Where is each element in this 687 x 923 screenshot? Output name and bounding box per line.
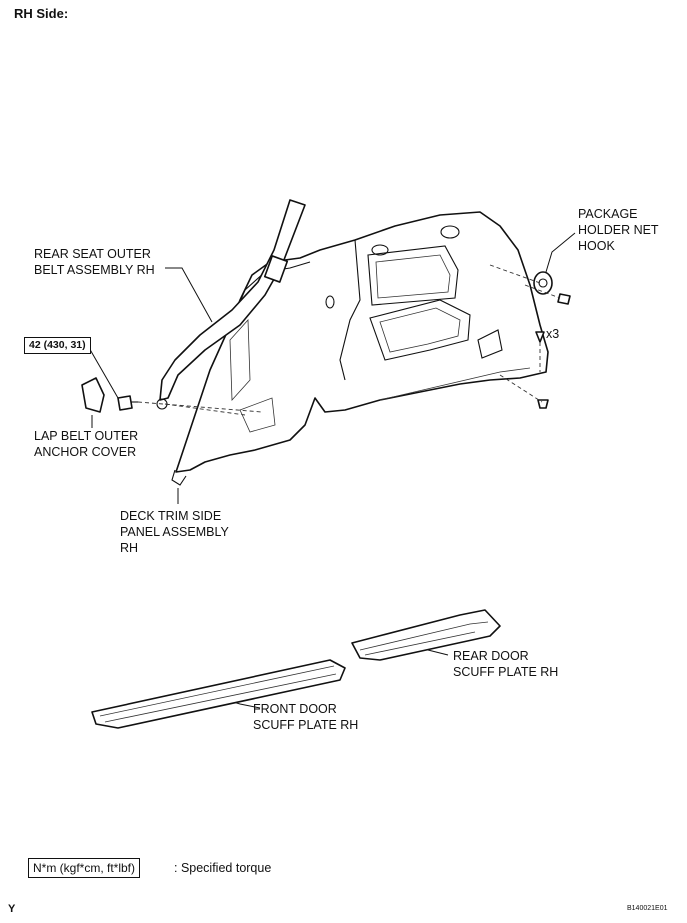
alignment-lines [137, 264, 561, 416]
anchor-cover-label-line-2: ANCHOR COVER [34, 445, 137, 459]
anchor-cover-label-line-1: LAP BELT OUTER [34, 429, 139, 443]
anchor-cover-label: LAP BELT OUTER ANCHOR COVER [34, 428, 138, 460]
deck-trim-label-line-1: DECK TRIM SIDE [120, 509, 222, 523]
front-scuff-label-line-2: SCUFF PLATE RH [253, 718, 359, 732]
net-hook-label-line-3: HOOK [578, 239, 615, 253]
seat-belt-drawing [156, 199, 306, 410]
front-scuff-label: FRONT DOOR SCUFF PLATE RH [253, 701, 358, 733]
rear-door-scuff-plate-drawing [351, 609, 501, 661]
net-hook-label-line-2: HOLDER NET [578, 223, 659, 237]
front-door-scuff-plate-drawing [91, 659, 346, 729]
net-hook-label-line-1: PACKAGE [578, 207, 638, 221]
seat-belt-label-line-2: BELT ASSEMBLY RH [34, 263, 155, 277]
rear-scuff-label-line-2: SCUFF PLATE RH [453, 665, 559, 679]
torque-spec-box: 42 (430, 31) [24, 337, 91, 354]
quantity-label: x3 [546, 327, 560, 341]
rear-scuff-label-line-1: REAR DOOR [453, 649, 529, 663]
rear-scuff-label: REAR DOOR SCUFF PLATE RH [453, 648, 558, 680]
seat-belt-label: REAR SEAT OUTER BELT ASSEMBLY RH [34, 246, 155, 278]
deck-trim-side-panel-drawing [171, 211, 549, 486]
front-scuff-label-line-1: FRONT DOOR [253, 702, 337, 716]
page-title: RH Side: [14, 6, 69, 21]
footer-mark: Y [8, 903, 16, 915]
anchor-cover-drawing [81, 377, 105, 413]
legend-text: : Specified torque [174, 861, 272, 875]
deck-trim-label: DECK TRIM SIDE PANEL ASSEMBLY RH [120, 508, 229, 556]
figure-code: B140021E01 [627, 905, 668, 912]
anchor-bolt-drawing [117, 395, 138, 411]
net-hook-label: PACKAGE HOLDER NET HOOK [578, 206, 659, 254]
deck-trim-label-line-2: PANEL ASSEMBLY [120, 525, 229, 539]
deck-trim-label-line-3: RH [120, 541, 139, 555]
seat-belt-label-line-1: REAR SEAT OUTER [34, 247, 151, 261]
legend-torque-box: N*m (kgf*cm, ft*lbf) [28, 858, 141, 878]
